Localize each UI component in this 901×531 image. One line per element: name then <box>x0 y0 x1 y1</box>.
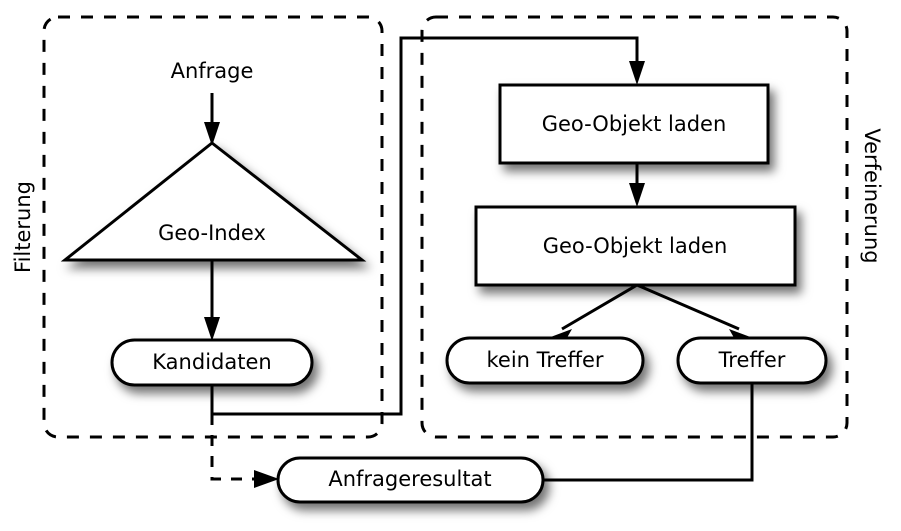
node-geo-objekt-laden-1-label: Geo-Objekt laden <box>542 112 727 136</box>
node-anfrageresultat-label: Anfrageresultat <box>328 467 491 491</box>
edge-kandidaten-to-anfrageresultat <box>210 414 279 488</box>
node-treffer-label: Treffer <box>718 348 786 372</box>
edge-treffer-to-anfrageresultat <box>543 384 754 482</box>
node-kein-treffer-label: kein Treffer <box>486 348 603 372</box>
group-label-verfeinerung: Verfeinerung <box>860 128 884 263</box>
edge-geo-index-to-kandidaten <box>204 260 220 341</box>
node-geo-objekt-laden-2[interactable]: Geo-Objekt laden <box>474 205 797 287</box>
geo-objekt-laden-2-shape <box>474 205 797 287</box>
treffer-shape <box>676 336 828 385</box>
node-kein-treffer[interactable]: kein Treffer <box>445 336 645 385</box>
edge-kandidaten-to-geo-objekt-laden-1 <box>210 36 645 416</box>
node-geo-index[interactable]: Geo-Index <box>60 141 367 262</box>
edge-geo-objekt-laden-2-to-treffer <box>636 283 753 343</box>
node-kandidaten-label: Kandidaten <box>152 350 271 374</box>
arrow-head-icon <box>254 470 279 488</box>
group-label-filterung-text: Filterung <box>11 181 35 273</box>
arrow-head-icon <box>629 61 645 85</box>
anfrageresultat-shape <box>276 456 545 504</box>
node-kandidaten[interactable]: Kandidaten <box>110 338 314 387</box>
group-label-filterung: Filterung <box>11 181 35 273</box>
edge-geo-objekt-laden-1-to-2 <box>629 163 645 207</box>
node-geo-objekt-laden-1[interactable]: Geo-Objekt laden <box>498 83 770 165</box>
arrow-head-icon <box>204 317 220 341</box>
group-label-verfeinerung-text: Verfeinerung <box>860 128 884 263</box>
node-geo-index-label: Geo-Index <box>158 221 266 245</box>
edge-anfrage-to-geo-index <box>204 93 220 146</box>
node-treffer[interactable]: Treffer <box>676 336 828 385</box>
kein-treffer-shape <box>445 336 645 385</box>
node-geo-objekt-laden-2-label: Geo-Objekt laden <box>543 234 728 258</box>
node-anfrage: Anfrage <box>171 59 254 83</box>
geo-index-triangle <box>60 141 367 262</box>
kandidaten-shape <box>110 338 314 387</box>
geo-objekt-laden-1-shape <box>498 83 770 165</box>
arrow-head-icon <box>629 183 645 207</box>
arrow-head-icon <box>204 122 220 146</box>
edge-geo-objekt-laden-2-to-kein-treffer <box>548 283 638 343</box>
node-anfrageresultat[interactable]: Anfrageresultat <box>276 456 545 504</box>
